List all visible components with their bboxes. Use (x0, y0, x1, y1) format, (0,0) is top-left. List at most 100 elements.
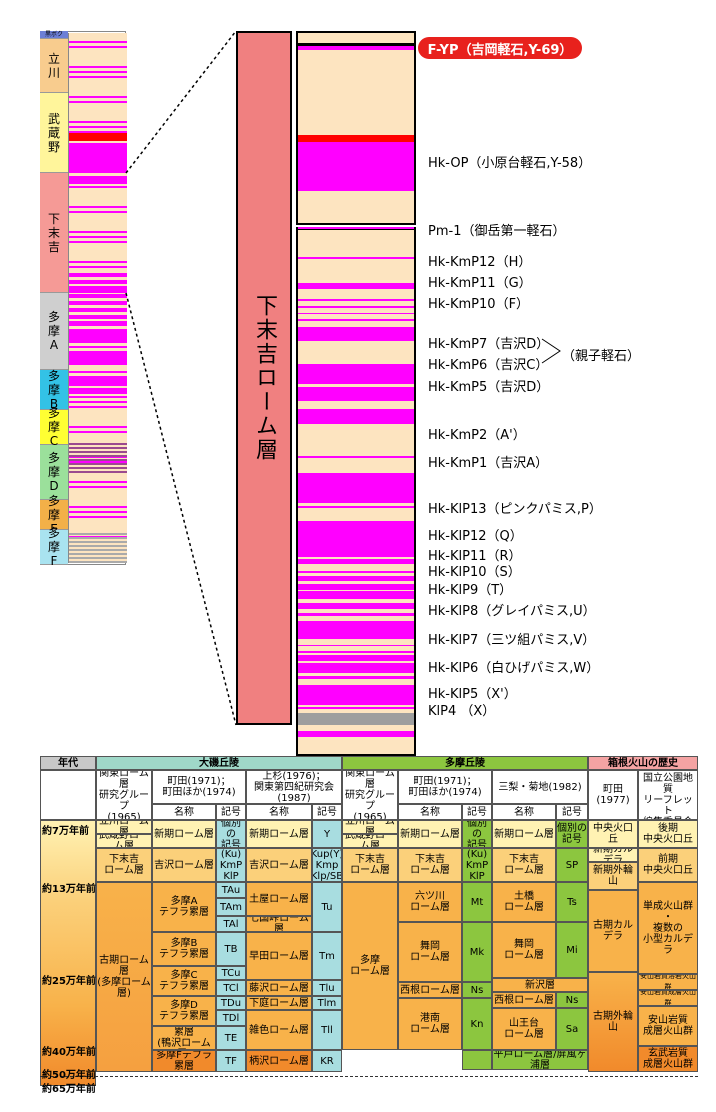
table-cell: 個別の 記号 (556, 820, 588, 848)
table-cell: 個別の 記号 (216, 820, 246, 848)
table-cell: (Ku) KmP KlP (462, 848, 492, 882)
big-stratigraphic-column (296, 31, 416, 756)
tephra-band (298, 603, 414, 609)
tephra-band (298, 571, 414, 573)
mini-band (69, 241, 127, 243)
table-cell: 記号 (462, 804, 492, 820)
table-cell: TAu (216, 882, 246, 898)
zoom-lines (125, 30, 237, 726)
tephra-label: KlP4 （X） (428, 704, 496, 719)
mini-label-tama_c: 多 摩 C (40, 406, 68, 448)
tephra-band (298, 645, 414, 646)
table-cell: Y (312, 820, 342, 848)
mini-label-tama_a: 多 摩 A (40, 293, 68, 370)
mini-band (69, 176, 127, 178)
mini-band (69, 371, 127, 373)
mini-band (69, 388, 127, 394)
mini-band (69, 557, 127, 559)
mini-label-hyoboku: 黒ボク (40, 31, 68, 39)
tephra-band (298, 473, 414, 503)
tephra-label: Pm-1（御岳第一軽石） (428, 224, 566, 239)
table-cell: 立川ローム層 (96, 820, 152, 834)
mini-label-musashino: 武 蔵 野 (40, 93, 68, 173)
table-cell: 新期ローム層 (398, 820, 462, 848)
table-cell: 西根ローム層 (398, 982, 462, 998)
table-cell: 港南 ローム層 (398, 998, 462, 1050)
table-cell: 安山岩質 成層火山群 (638, 1006, 698, 1046)
mini-band (69, 236, 127, 238)
mini-band (69, 231, 127, 233)
table-cell: 三梨・菊地(1982) (492, 770, 588, 804)
tephra-band (298, 707, 414, 709)
mini-band (69, 541, 127, 543)
age-label: 約25万年前 (42, 976, 96, 987)
table-cell: 新沢層 (492, 978, 588, 992)
table-cell: 新期ローム層 (152, 820, 216, 848)
tephra-label: Hk-KlP13（ピンクパミス,P） (428, 502, 602, 517)
correlation-table: 年代大磯丘陵多摩丘陵箱根火山の歴史関東ローム層 研究グループ (1965)町田(… (40, 756, 698, 1086)
tephra-band (298, 613, 414, 616)
mini-band (69, 211, 127, 213)
mini-band (69, 376, 127, 378)
table-cell: 下末吉 ローム層 (96, 848, 152, 882)
tephra-band (298, 663, 414, 673)
table-cell: 新期外輪山 (588, 862, 638, 890)
mini-band (69, 121, 127, 123)
table-cell: 武蔵野ローム層 (96, 834, 152, 848)
mini-band (69, 76, 127, 78)
tephra-band (298, 306, 414, 308)
tephra-band (298, 283, 414, 289)
table-cell: Tll (312, 1010, 342, 1050)
tephra-band (298, 655, 414, 661)
tephra-label: Hk-KmP5（吉沢D） (428, 380, 550, 395)
mini-band (69, 537, 127, 539)
table-cell (40, 820, 96, 1086)
column-label-text: 下末吉ローム層 (252, 294, 277, 462)
tephra-band (298, 506, 414, 508)
mini-band (69, 126, 127, 128)
tephra-label: Hk-KmP11（G） (428, 276, 532, 291)
table-cell: 個別の 記号 (462, 820, 492, 848)
table-cell: 古期カルデラ (588, 890, 638, 972)
tephra-band (298, 299, 414, 301)
mini-band (69, 322, 127, 326)
table-cell: 多摩D テフラ累層 (152, 996, 216, 1026)
age-label: 約40万年前 (42, 1047, 96, 1058)
mini-band (69, 455, 127, 457)
tephra-label: （親子軽石） (562, 349, 641, 364)
table-cell: 平戸ローム層/屏風ヶ浦層 (492, 1050, 588, 1070)
mini-band (69, 286, 127, 288)
fyp-badge: F-YP（吉岡軽石,Y-69） (418, 37, 582, 59)
mini-band (69, 536, 127, 538)
table-cell: 多摩C テフラ累層 (152, 966, 216, 996)
mini-band (69, 178, 127, 184)
tephra-band (298, 676, 414, 679)
table-cell: 西根ローム層 (492, 992, 556, 1008)
tephra-band (298, 409, 414, 423)
table-cell: 安山岩質溶岩火山群 (638, 974, 698, 990)
table-cell: 吉沢ローム層 (152, 848, 216, 882)
table-cell: 上杉(1976)； 関東第四紀研究会(1987) (246, 770, 342, 804)
mini-band (69, 280, 127, 284)
mini-band (69, 131, 127, 133)
table-cell: 後期 中央火口丘 (638, 820, 698, 848)
table-cell: 名称 (246, 804, 312, 820)
table-cell: Mk (462, 922, 492, 982)
table-cell: TAm (216, 898, 246, 916)
tephra-band (298, 227, 414, 229)
tephra-band (298, 423, 414, 424)
tephra-band (298, 591, 414, 599)
table-cell: TF (216, 1050, 246, 1072)
mini-band (69, 467, 127, 469)
table-cell: 安山岩質成層火山群 (638, 990, 698, 1006)
mini-band (69, 294, 127, 298)
table-cell: 多摩B テフラ累層 (152, 932, 216, 966)
table-cell: Ns (462, 982, 492, 998)
mini-band (69, 41, 127, 43)
mini-band (69, 426, 127, 428)
table-cell: TE (216, 1026, 246, 1050)
table-cell: Kn (462, 998, 492, 1050)
tephra-band (298, 46, 414, 50)
mini-band (69, 516, 127, 518)
table-cell: 下庭ローム層 (246, 996, 312, 1010)
